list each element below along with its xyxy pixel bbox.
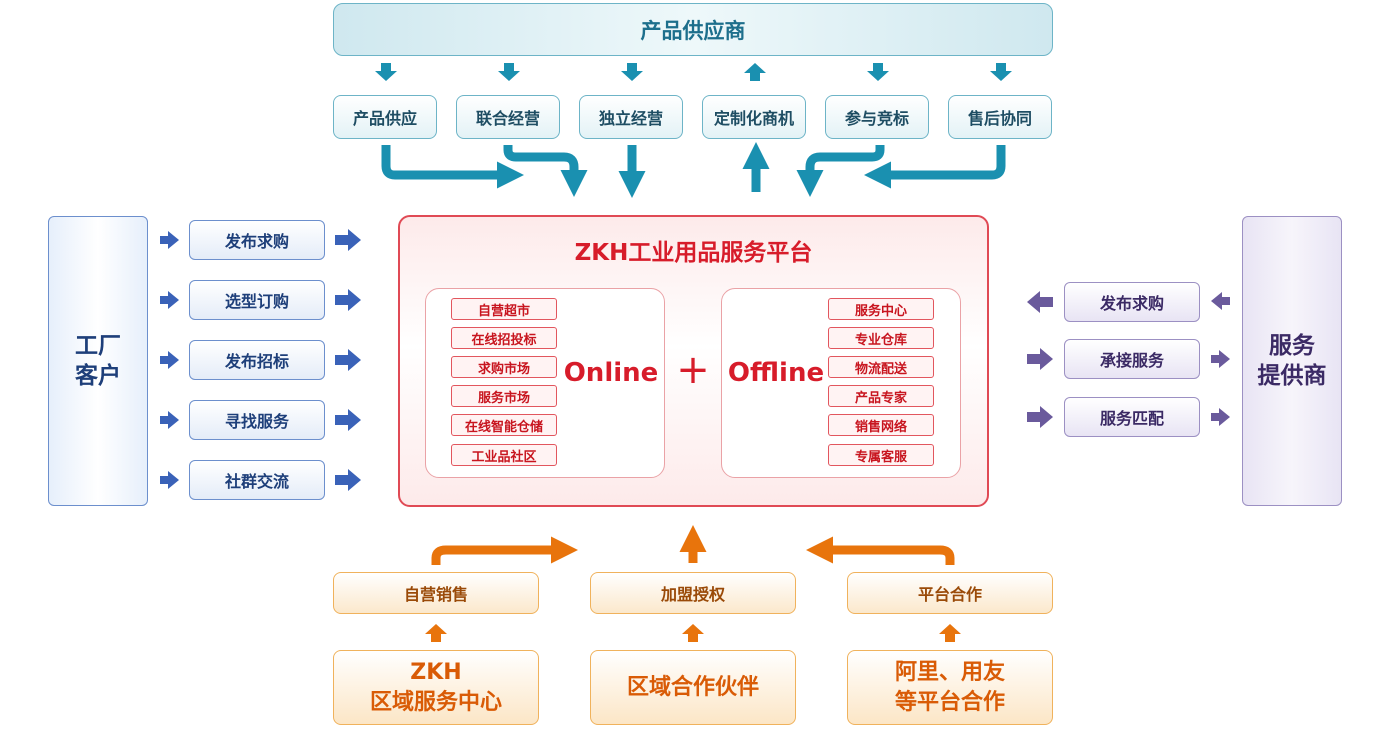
supplier-box-custom-opportunity: 定制化商机 [702, 95, 806, 139]
flow-arrow-platform-coop [806, 536, 955, 565]
arrow-right-icon [160, 411, 179, 429]
supplier-box-bidding: 参与竞标 [825, 95, 929, 139]
arrow-down-icon [621, 63, 643, 81]
channel-box-franchise: 加盟授权 [590, 572, 796, 614]
arrow-right-icon [1027, 406, 1053, 428]
customer-box-find-service: 寻找服务 [189, 400, 325, 440]
offline-item: 物流配送 [828, 356, 934, 378]
provider-box-accept-service: 承接服务 [1064, 339, 1200, 379]
plus-sign: + [676, 347, 710, 393]
arrow-up-icon [425, 624, 447, 642]
arrow-left-icon [1211, 292, 1230, 310]
customer-box-community: 社群交流 [189, 460, 325, 500]
arrow-right-icon [160, 231, 179, 249]
arrow-down-icon [867, 63, 889, 81]
supplier-box-independent-operation: 独立经营 [579, 95, 683, 139]
supplier-box-after-sales: 售后协同 [948, 95, 1052, 139]
platform-title: ZKH工业用品服务平台 [574, 240, 813, 266]
provider-box-publish-purchase: 发布求购 [1064, 282, 1200, 322]
flow-arrow-self-sales [431, 536, 578, 565]
channel-box-platform-coop: 平台合作 [847, 572, 1053, 614]
partner-box-zkh-regional: ZKH 区域服务中心 [333, 650, 539, 725]
arrow-up-icon [744, 63, 766, 81]
arrow-down-icon [990, 63, 1012, 81]
arrow-right-icon [1211, 350, 1230, 368]
flow-arrow-product-supply [381, 145, 524, 189]
arrow-right-icon [160, 471, 179, 489]
arrow-up-icon [939, 624, 961, 642]
arrow-up-icon [682, 624, 704, 642]
arrow-right-icon [1027, 348, 1053, 370]
arrow-right-icon [160, 351, 179, 369]
offline-label: Offline [727, 358, 825, 388]
supplier-box-joint-operation: 联合经营 [456, 95, 560, 139]
offline-item: 服务中心 [828, 298, 934, 320]
arrow-right-icon [160, 291, 179, 309]
offline-item: 专业仓库 [828, 327, 934, 349]
online-label: Online [563, 358, 659, 388]
arrow-left-icon [1027, 291, 1053, 313]
arrow-right-icon [335, 349, 361, 371]
partner-box-regional-partner: 区域合作伙伴 [590, 650, 796, 725]
arrow-right-icon [335, 409, 361, 431]
channel-box-self-sales: 自营销售 [333, 572, 539, 614]
arrow-right-icon [1211, 408, 1230, 426]
customer-box-publish-tender: 发布招标 [189, 340, 325, 380]
offline-item: 产品专家 [828, 385, 934, 407]
partner-box-platforms: 阿里、用友 等平台合作 [847, 650, 1053, 725]
supplier-banner: 产品供应商 [333, 3, 1053, 56]
online-item: 工业品社区 [451, 444, 557, 466]
online-item: 服务市场 [451, 385, 557, 407]
arrow-right-icon [335, 229, 361, 251]
supplier-title: 产品供应商 [640, 18, 746, 43]
arrow-down-icon [375, 63, 397, 81]
arrow-right-icon [335, 289, 361, 311]
offline-item: 专属客服 [828, 444, 934, 466]
customer-box-publish-purchase: 发布求购 [189, 220, 325, 260]
customer-box-select-order: 选型订购 [189, 280, 325, 320]
online-item: 自营超市 [451, 298, 557, 320]
arrow-down-icon [498, 63, 520, 81]
online-item: 在线招投标 [451, 327, 557, 349]
flow-arrow-after-sales [864, 145, 1006, 189]
provider-box-service-match: 服务匹配 [1064, 397, 1200, 437]
online-item: 在线智能仓储 [451, 414, 557, 436]
online-item: 求购市场 [451, 356, 557, 378]
arrow-right-icon [335, 469, 361, 491]
flow-arrow-joint-operation [503, 145, 588, 197]
service-provider-box: 服务 提供商 [1242, 216, 1342, 506]
supplier-box-product-supply: 产品供应 [333, 95, 437, 139]
flow-arrow-bidding [796, 145, 885, 197]
factory-customer-box: 工厂 客户 [48, 216, 148, 506]
offline-item: 销售网络 [828, 414, 934, 436]
